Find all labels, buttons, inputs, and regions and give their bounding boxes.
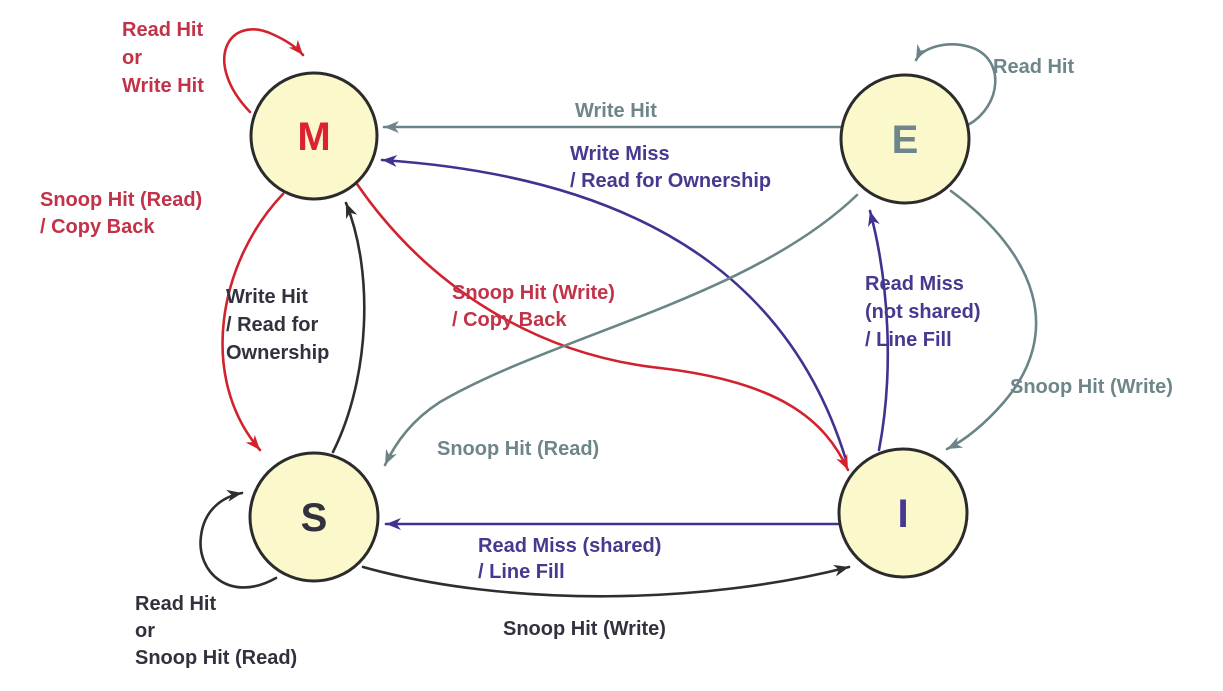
label-i-to-s-line2: / Line Fill — [478, 561, 565, 583]
label-s-self-line2: or — [135, 620, 155, 642]
label-s-to-i: Snoop Hit (Write) — [503, 618, 666, 640]
state-node-invalid-letter: I — [897, 492, 908, 536]
label-s-self-line1: Read Hit — [135, 593, 216, 615]
label-e-to-i-line1: Snoop Hit (Write) — [1010, 376, 1173, 398]
label-m-to-i-line2: / Copy Back — [452, 309, 567, 331]
label-m-self-line3: Write Hit — [122, 75, 204, 97]
edge-s-to-m — [331, 201, 366, 454]
label-i-to-m-line1: Write Miss — [570, 143, 670, 165]
label-i-to-m: Write Miss / Read for Ownership — [570, 143, 771, 192]
label-m-to-s-line2: / Copy Back — [40, 216, 155, 238]
state-node-shared-circle — [248, 451, 380, 583]
label-i-to-e-line1: Read Miss — [865, 273, 964, 295]
label-m-to-i: Snoop Hit (Write) / Copy Back — [452, 282, 615, 331]
label-e-self: Read Hit — [993, 56, 1074, 78]
label-e-self-line1: Read Hit — [993, 56, 1074, 78]
label-i-to-s: Read Miss (shared) / Line Fill — [478, 535, 661, 583]
edge-s-to-i — [361, 564, 851, 598]
label-m-self: Read Hit or Write Hit — [122, 19, 204, 97]
label-s-to-m-line2: / Read for — [226, 314, 318, 336]
label-e-to-s-line1: Snoop Hit (Read) — [437, 438, 599, 460]
label-i-to-m-line2: / Read for Ownership — [570, 170, 771, 192]
label-s-to-m-line3: Ownership — [226, 342, 329, 364]
edge-e-to-s — [383, 193, 859, 467]
label-s-to-i-line1: Snoop Hit (Write) — [503, 618, 666, 640]
edge-e-to-i — [945, 189, 1038, 451]
state-node-exclusive-circle — [839, 73, 971, 205]
edge-m-to-s — [221, 192, 285, 452]
state-node-modified-circle — [249, 71, 379, 201]
label-m-self-line2: or — [122, 47, 142, 69]
label-e-to-s: Snoop Hit (Read) — [437, 438, 599, 460]
state-node-exclusive-letter: E — [892, 118, 919, 162]
edge-e-self-loop — [914, 43, 997, 127]
label-e-to-m-line1: Write Hit — [575, 100, 657, 122]
label-i-to-s-line1: Read Miss (shared) — [478, 535, 661, 557]
edge-m-self-loop — [223, 28, 305, 114]
label-m-self-line1: Read Hit — [122, 19, 203, 41]
label-s-to-m-line1: Write Hit — [226, 286, 308, 308]
state-node-modified: M — [249, 71, 379, 201]
label-s-self-line3: Snoop Hit (Read) — [135, 647, 297, 669]
label-i-to-e-line2: (not shared) — [865, 301, 981, 323]
label-m-to-s: Snoop Hit (Read) / Copy Back — [40, 189, 202, 238]
state-node-shared: S — [248, 451, 380, 583]
edge-i-to-m — [380, 155, 848, 462]
edge-m-to-i — [355, 182, 850, 472]
state-node-invalid-circle — [837, 447, 969, 579]
label-e-to-i: Snoop Hit (Write) — [1010, 376, 1173, 398]
state-node-invalid: I — [837, 447, 969, 579]
label-m-to-i-line1: Snoop Hit (Write) — [452, 282, 615, 304]
edge-s-self-loop — [199, 489, 278, 589]
label-i-to-e: Read Miss (not shared) / Line Fill — [865, 273, 981, 351]
label-s-to-m: Write Hit / Read for Ownership — [226, 286, 329, 364]
label-e-to-m: Write Hit — [575, 100, 657, 122]
state-node-modified-letter: M — [297, 115, 330, 159]
edge-i-to-e — [868, 209, 890, 452]
label-i-to-e-line3: / Line Fill — [865, 329, 952, 351]
label-m-to-s-line1: Snoop Hit (Read) — [40, 189, 202, 211]
label-s-self: Read Hit or Snoop Hit (Read) — [135, 593, 297, 669]
state-node-exclusive: E — [839, 73, 971, 205]
state-node-shared-letter: S — [301, 496, 328, 540]
